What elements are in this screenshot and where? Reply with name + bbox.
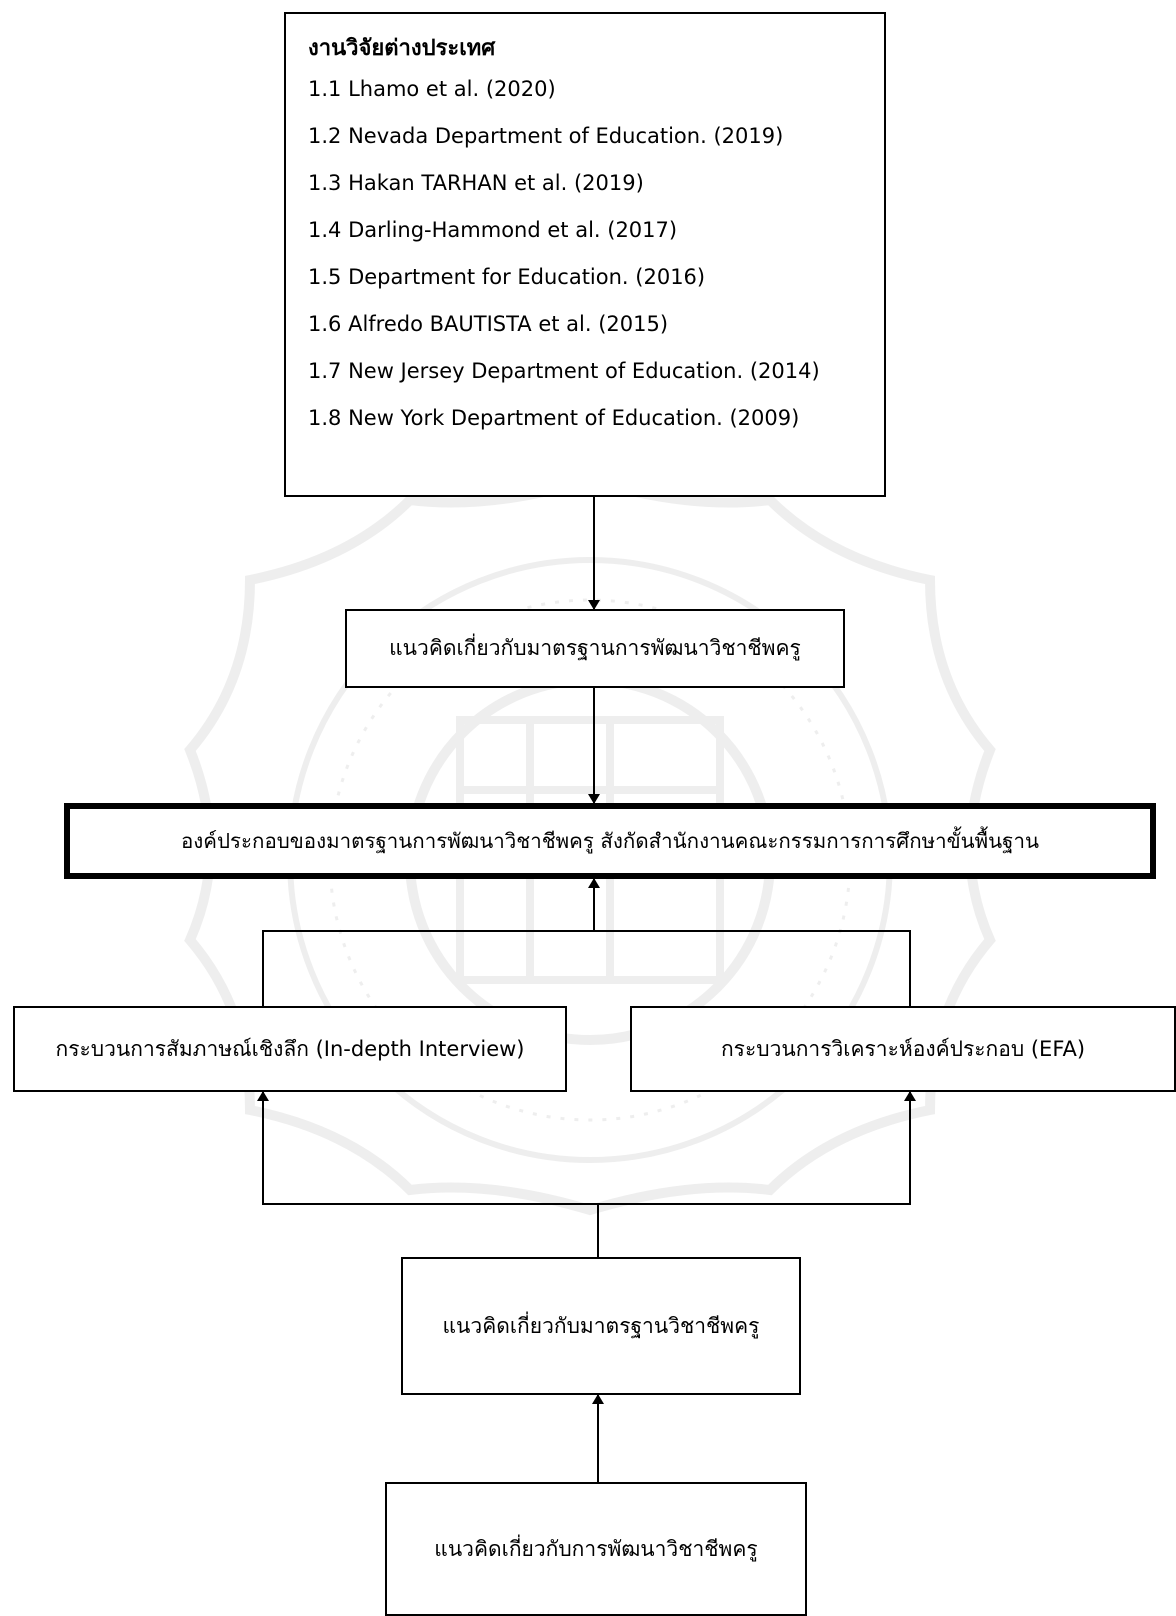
in-depth-interview-box: กระบวนการสัมภาษณ์เชิงลึก (In-depth Inter…: [13, 1006, 567, 1092]
branch-upper: [262, 930, 911, 1006]
concept-professional-development-label: แนวคิดเกี่ยวกับการพัฒนาวิชาชีพครู: [434, 1536, 758, 1561]
in-depth-interview-label: กระบวนการสัมภาษณ์เชิงลึก (In-depth Inter…: [55, 1036, 525, 1061]
list-item: 1.3 Hakan TARHAN et al. (2019): [308, 171, 644, 195]
list-item: 1.5 Department for Education. (2016): [308, 265, 706, 289]
list-item: 1.7 New Jersey Department of Education. …: [308, 359, 820, 383]
list-item: 1.4 Darling-Hammond et al. (2017): [308, 218, 678, 242]
efa-box: กระบวนการวิเคราะห์องค์ประกอบ (EFA): [630, 1006, 1176, 1092]
concept-professional-development-box: แนวคิดเกี่ยวกับการพัฒนาวิชาชีพครู: [385, 1482, 807, 1616]
list-item: 1.8 New York Department of Education. (2…: [308, 406, 800, 430]
efa-label: กระบวนการวิเคราะห์องค์ประกอบ (EFA): [720, 1036, 1086, 1061]
main-component-label: องค์ประกอบของมาตรฐานการพัฒนาวิชาชีพครู ส…: [180, 828, 1040, 853]
list-item: 1.2 Nevada Department of Education. (201…: [308, 124, 784, 148]
main-component-box: องค์ประกอบของมาตรฐานการพัฒนาวิชาชีพครู ส…: [64, 803, 1156, 879]
concept-standard-development-box: แนวคิดเกี่ยวกับมาตรฐานการพัฒนาวิชาชีพครู: [345, 609, 845, 688]
concept-professional-standard-label: แนวคิดเกี่ยวกับมาตรฐานวิชาชีพครู: [442, 1313, 760, 1338]
concept-professional-standard-box: แนวคิดเกี่ยวกับมาตรฐานวิชาชีพครู: [401, 1257, 801, 1395]
list-item: 1.1 Lhamo et al. (2020): [308, 77, 556, 101]
foreign-research-list: 1.1 Lhamo et al. (2020) 1.2 Nevada Depar…: [308, 66, 862, 442]
foreign-research-box: งานวิจัยต่างประเทศ 1.1 Lhamo et al. (202…: [284, 12, 886, 497]
list-item: 1.6 Alfredo BAUTISTA et al. (2015): [308, 312, 669, 336]
concept-standard-development-label: แนวคิดเกี่ยวกับมาตรฐานการพัฒนาวิชาชีพครู: [389, 636, 801, 660]
foreign-research-title: งานวิจัยต่างประเทศ: [308, 36, 496, 61]
branch-lower: [262, 1128, 911, 1205]
